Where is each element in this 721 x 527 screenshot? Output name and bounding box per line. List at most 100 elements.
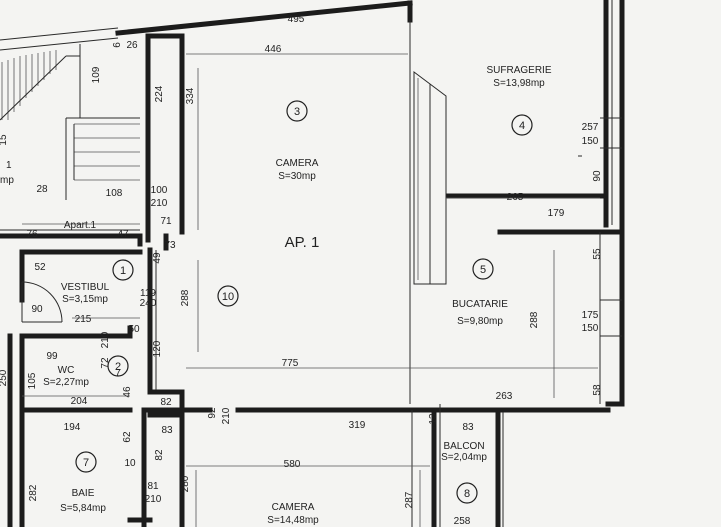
- dim-210d: 210: [145, 494, 162, 505]
- room-marker-2-label: 2: [115, 361, 121, 373]
- walls: [0, 0, 625, 527]
- partial-room-unit: mp: [0, 175, 14, 186]
- dim-90b: 90: [31, 304, 43, 315]
- room-markers: 3 4 10 1 5 2 7 8: [75, 100, 533, 504]
- dim-257: 257: [582, 122, 599, 133]
- dim-99: 99: [46, 351, 58, 362]
- dim-334: 334: [185, 87, 196, 104]
- dim-62: 62: [122, 431, 133, 443]
- dim-92: 92: [207, 407, 218, 419]
- dim-13: 13: [428, 413, 439, 425]
- room-marker-10-label: 10: [222, 291, 234, 303]
- partial-room-number: 1: [6, 160, 12, 171]
- dim-52: 52: [34, 262, 46, 273]
- room-area-sufragerie: S=13,98mp: [493, 78, 545, 89]
- dim-280: 280: [180, 475, 191, 492]
- dim-288a: 288: [180, 289, 191, 306]
- dim-210c: 210: [221, 407, 232, 424]
- dim-179: 179: [548, 208, 565, 219]
- dim-175: 175: [582, 310, 599, 321]
- room-marker-5-label: 5: [480, 264, 486, 276]
- dim-250: 250: [0, 369, 9, 386]
- room-name-camera: CAMERA: [276, 158, 319, 169]
- dim-215: 215: [75, 314, 92, 325]
- dim-282: 282: [28, 484, 39, 501]
- room-area-bucatarie: S=9,80mp: [457, 316, 503, 327]
- dim-83b: 83: [462, 422, 474, 433]
- dim-83a: 83: [161, 425, 173, 436]
- room-name-baie: BAIE: [72, 488, 95, 499]
- room-name-vestibul: VESTIBUL: [61, 282, 110, 293]
- dim-119: 119: [140, 288, 156, 299]
- dim-76: 76: [26, 229, 38, 240]
- dim-258: 258: [454, 516, 471, 527]
- dim-775: 775: [282, 358, 299, 369]
- room-marker-1: [112, 259, 134, 281]
- room-marker-3: [286, 100, 308, 122]
- dim-46: 46: [122, 386, 133, 398]
- dim-58: 58: [592, 384, 603, 396]
- room-name-sufragerie: SUFRAGERIE: [486, 65, 551, 76]
- room-area-balcon: S=2,04mp: [441, 452, 487, 463]
- dim-120: 120: [152, 340, 163, 357]
- dim-194: 194: [64, 422, 81, 433]
- dim-210a: 210: [151, 198, 168, 209]
- dim-7: 7: [115, 368, 121, 379]
- room-marker-5: [472, 258, 494, 280]
- room-area-baie: S=5,84mp: [60, 503, 106, 514]
- room-area-vestibul: S=3,15mp: [62, 294, 108, 305]
- dim-49: 49: [152, 252, 163, 264]
- room-area-camera-2: S=14,48mp: [267, 515, 319, 526]
- dim-150b: 150: [582, 323, 599, 334]
- dim-55: 55: [592, 248, 603, 260]
- dim-105: 105: [27, 372, 38, 389]
- dim-580: 580: [284, 459, 301, 470]
- dim-150a: 150: [582, 136, 599, 147]
- dim-50: 50: [128, 324, 140, 335]
- dim-72: 72: [100, 357, 111, 369]
- room-marker-7-label: 7: [83, 457, 89, 469]
- dim-81: 81: [147, 481, 159, 492]
- dim-6: 6: [112, 42, 123, 48]
- room-marker-1-label: 1: [120, 265, 126, 277]
- dim-446: 446: [265, 44, 282, 55]
- room-area-camera: S=30mp: [278, 171, 316, 182]
- room-marker-10: [217, 285, 239, 307]
- room-marker-8: [456, 482, 478, 504]
- room-marker-2: [107, 355, 129, 377]
- room-name-wc: WC: [58, 365, 75, 376]
- dim-47: 47: [117, 229, 129, 240]
- room-area-wc: S=2,27mp: [43, 377, 89, 388]
- staircase: [0, 27, 140, 200]
- dim-224: 224: [154, 85, 165, 102]
- room-marker-4: [511, 114, 533, 136]
- dim-82b: 82: [154, 449, 165, 461]
- dim-288b: 288: [529, 311, 540, 328]
- dim-90: 90: [592, 170, 603, 182]
- dim-287: 287: [404, 491, 415, 508]
- room-name-camera-2: CAMERA: [272, 502, 315, 513]
- dimension-labels: 495 446 257 150 265 179 100 210 108 28 7…: [26, 14, 598, 527]
- apart-note: Apart.1: [64, 220, 97, 231]
- room-marker-3-label: 3: [294, 106, 300, 118]
- door-swing: [21, 281, 63, 323]
- room-marker-7: [75, 451, 97, 473]
- dim-82a: 82: [160, 397, 172, 408]
- dim-10: 10: [124, 458, 136, 469]
- vertical-dimension-labels: 6 109 224 334 90 49 55 288 210 72 288 12…: [0, 42, 603, 509]
- dim-71: 71: [160, 216, 172, 227]
- dimension-lines: [22, 53, 600, 527]
- window-ticks: [578, 117, 622, 337]
- dim-263: 263: [496, 391, 513, 402]
- dim-240: 240: [140, 298, 157, 309]
- dim-108: 108: [106, 188, 123, 199]
- dim-100: 100: [151, 185, 168, 196]
- room-marker-4-label: 4: [519, 120, 525, 132]
- dim-319: 319: [349, 420, 366, 431]
- room-labels: CAMERA S=30mp SUFRAGERIE S=13,98mp VESTI…: [0, 65, 552, 526]
- partition-lines: [0, 0, 613, 527]
- dim-204: 204: [71, 396, 88, 407]
- dim-495: 495: [288, 14, 305, 25]
